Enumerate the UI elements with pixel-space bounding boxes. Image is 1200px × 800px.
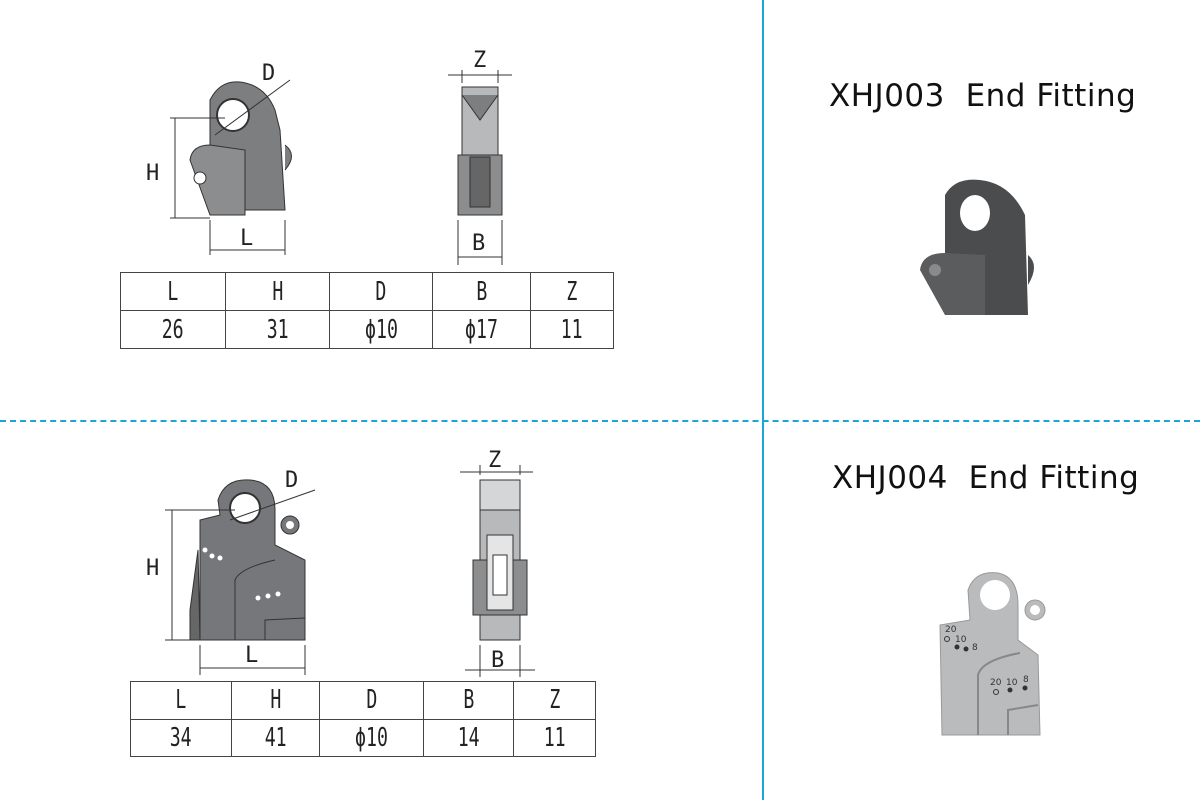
xhj003-dimension-table: L H D B Z 26 31 ϕ10 ϕ17 11 — [120, 272, 614, 349]
label-b: B — [472, 231, 485, 256]
header-z: Z — [549, 685, 560, 716]
label-d: D — [262, 61, 275, 86]
value-l: 34 — [170, 722, 192, 753]
value-d: ϕ10 — [355, 722, 388, 753]
label-b: B — [491, 648, 504, 673]
xhj003-photo — [920, 179, 1034, 315]
header-h: H — [270, 685, 281, 716]
value-b: ϕ17 — [465, 314, 498, 345]
label-h: H — [146, 161, 159, 186]
xhj003-title: XHJ003 End Fitting — [829, 78, 1137, 114]
header-h: H — [272, 276, 283, 307]
value-d: ϕ10 — [364, 314, 398, 345]
stamp-text: 20 — [945, 625, 957, 635]
label-z: Z — [488, 448, 501, 473]
stamp-text: 10 — [955, 635, 967, 645]
header-l: L — [175, 685, 187, 716]
xhj003-front-drawing: Z B — [448, 48, 512, 265]
stamp-text: 8 — [972, 643, 978, 653]
horizontal-divider — [0, 420, 1200, 422]
header-d: D — [375, 276, 387, 307]
vertical-divider — [762, 0, 764, 800]
value-h: 41 — [264, 722, 287, 753]
label-z: Z — [473, 48, 486, 73]
table-value-row: 34 41 ϕ10 14 11 — [130, 718, 596, 757]
stamp-text: 10 — [1006, 678, 1018, 688]
xhj004-side-drawing: D H L — [146, 468, 316, 675]
xhj003-side-drawing: D H L — [146, 61, 292, 255]
value-b: 14 — [457, 722, 480, 753]
table-header-row: L H D B Z — [120, 272, 614, 311]
header-z: Z — [566, 276, 578, 307]
header-b: B — [463, 685, 474, 716]
xhj004-front-drawing: Z B — [460, 448, 535, 677]
stamp-text: 20 — [990, 678, 1002, 688]
header-b: B — [476, 276, 487, 307]
label-l: L — [240, 226, 253, 251]
table-value-row: 26 31 ϕ10 ϕ17 11 — [120, 310, 614, 349]
table-header-row: L H D B Z — [130, 681, 596, 720]
label-d: D — [285, 468, 298, 493]
value-h: 31 — [266, 314, 289, 345]
xhj004-title: XHJ004 End Fitting — [832, 460, 1140, 496]
value-z: 11 — [543, 722, 566, 753]
stamp-text: 8 — [1023, 675, 1029, 685]
header-d: D — [366, 685, 377, 716]
header-l: L — [167, 276, 179, 307]
xhj004-dimension-table: L H D B Z 34 41 ϕ10 14 11 — [130, 681, 596, 757]
label-h: H — [146, 556, 159, 581]
value-l: 26 — [162, 314, 184, 345]
label-l: L — [245, 643, 258, 668]
value-z: 11 — [561, 314, 583, 345]
xhj004-photo: 20 10 8 20 10 8 — [939, 572, 1046, 736]
